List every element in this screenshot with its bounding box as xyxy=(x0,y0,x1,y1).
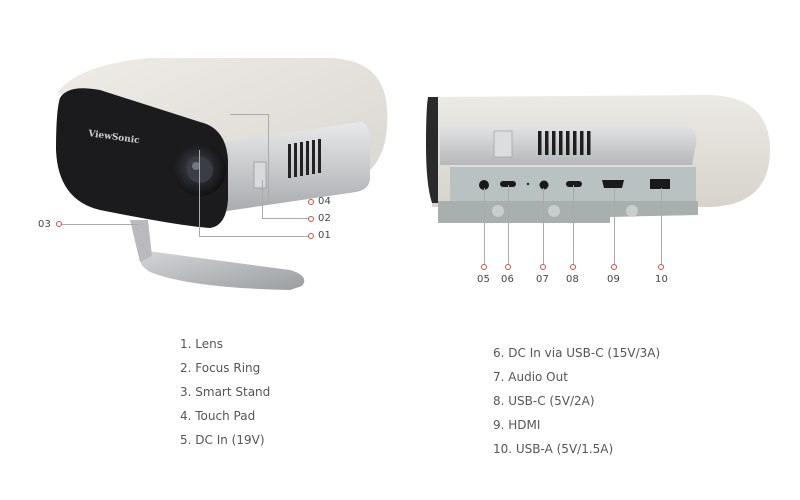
leader-line-10 xyxy=(661,188,662,264)
projector-rear-view xyxy=(420,85,780,235)
callout-label-01: 01 xyxy=(318,230,332,241)
legend-item-audio-out: 7. Audio Out xyxy=(493,370,568,384)
leader-line-04-h xyxy=(230,114,268,115)
leader-line-03 xyxy=(62,224,138,225)
usb-c-port xyxy=(566,181,582,187)
usb-a-port xyxy=(650,179,670,189)
legend-item-lens: 1. Lens xyxy=(180,337,223,351)
callout-label-03: 03 xyxy=(38,219,52,230)
leader-line-02 xyxy=(262,180,263,218)
callout-label-09: 09 xyxy=(607,274,621,285)
hdmi-port xyxy=(602,180,624,188)
callout-dot-08 xyxy=(570,264,576,270)
callout-dot-05 xyxy=(481,264,487,270)
legend-item-smart-stand: 3. Smart Stand xyxy=(180,385,271,399)
leader-line-01-h xyxy=(199,236,308,237)
legend-left-column: 1. Lens 2. Focus Ring 3. Smart Stand 4. … xyxy=(180,332,270,452)
leader-line-07 xyxy=(543,188,544,264)
callout-label-05: 05 xyxy=(477,274,491,285)
callout-dot-07 xyxy=(540,264,546,270)
leader-line-02-h xyxy=(262,218,308,219)
callout-dot-04 xyxy=(308,199,314,205)
leader-line-04 xyxy=(268,114,269,202)
callout-dot-03 xyxy=(56,221,62,227)
legend-item-usb-a: 10. USB-A (5V/1.5A) xyxy=(493,442,614,456)
callout-dot-06 xyxy=(505,264,511,270)
callout-label-06: 06 xyxy=(501,274,515,285)
dc-in-port xyxy=(479,180,489,190)
callout-label-07: 07 xyxy=(536,274,550,285)
leader-line-06 xyxy=(508,185,509,264)
leader-line-08 xyxy=(573,185,574,264)
audio-out-port xyxy=(539,180,549,190)
callout-label-10: 10 xyxy=(655,274,669,285)
callout-label-08: 08 xyxy=(566,274,580,285)
legend-item-hdmi: 9. HDMI xyxy=(493,418,541,432)
callout-label-02: 02 xyxy=(318,213,332,224)
callout-dot-01 xyxy=(308,233,314,239)
legend-item-focus-ring: 2. Focus Ring xyxy=(180,361,261,375)
projector-front-view: ViewSonic xyxy=(40,50,400,290)
legend-item-usb-c: 8. USB-C (5V/2A) xyxy=(493,394,595,408)
callout-dot-10 xyxy=(658,264,664,270)
legend-right-column: 6. DC In via USB-C (15V/3A) 7. Audio Out… xyxy=(493,341,660,461)
legend-item-dc-in-usb-c: 6. DC In via USB-C (15V/3A) xyxy=(493,346,661,360)
projector-front-illustration: ViewSonic xyxy=(56,58,388,290)
legend-item-touch-pad: 4. Touch Pad xyxy=(180,409,256,423)
callout-label-04: 04 xyxy=(318,196,332,207)
callout-dot-09 xyxy=(611,264,617,270)
legend-item-dc-in: 5. DC In (19V) xyxy=(180,433,265,447)
projector-ports-illustration xyxy=(426,95,770,223)
callout-dot-02 xyxy=(308,216,314,222)
leader-line-01 xyxy=(199,150,200,236)
usb-c-power-port xyxy=(500,181,516,187)
leader-line-09 xyxy=(614,188,615,264)
leader-line-05 xyxy=(484,188,485,264)
